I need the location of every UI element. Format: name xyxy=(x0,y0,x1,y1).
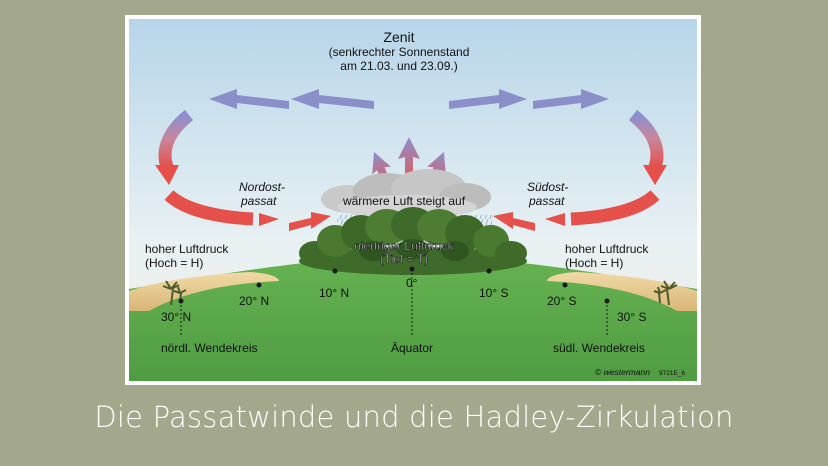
ne-trade-label-line1: Nordost- xyxy=(239,180,285,194)
upper-air-arrow-right-outer xyxy=(533,89,609,109)
latitude-10n: 10° N xyxy=(319,286,349,300)
upper-air-arrow-right-inner xyxy=(449,89,527,109)
high-pressure-right-line2: (Hoch = H) xyxy=(565,256,623,270)
equator-label: Äquator xyxy=(391,341,433,355)
latitude-markers xyxy=(178,266,610,304)
zenith-title: Zenit xyxy=(383,29,414,45)
low-pressure-label-line1: niedriger Luftdruck xyxy=(354,239,454,253)
tropic-south-label: südl. Wendekreis xyxy=(553,341,645,355)
rainforest xyxy=(299,207,527,275)
low-pressure-label-line2: (Tief = T) xyxy=(380,252,428,266)
descending-arrowhead-left xyxy=(155,165,179,185)
latitude-10s: 10° S xyxy=(479,286,508,300)
warm-air-label: wärmere Luft steigt auf xyxy=(342,194,466,208)
slide-caption: Die Passatwinde und die Hadley-Zirkulati… xyxy=(94,400,734,434)
upper-air-arrow-left-outer xyxy=(209,89,289,109)
se-trade-arrow-right xyxy=(545,213,565,226)
descending-arrowhead-right xyxy=(643,165,667,185)
latitude-20n: 20° N xyxy=(239,294,269,308)
latitude-30s: 30° S xyxy=(617,310,646,324)
ne-trade-arrow-left xyxy=(259,213,279,226)
palm-tree-left xyxy=(162,280,187,306)
se-trade-arrow-left xyxy=(493,212,535,231)
figure-code: 9721E_6 xyxy=(659,370,685,377)
ne-trade-arrow-right xyxy=(289,212,331,231)
se-trade-label-line2: passat xyxy=(528,194,565,208)
diagram-frame: Zenit (senkrechter Sonnenstand am 21.03.… xyxy=(125,15,701,385)
ne-trade-label-line2: passat xyxy=(240,194,277,208)
copyright-label: © westermann xyxy=(595,367,650,377)
upper-air-arrow-left-inner xyxy=(291,89,374,109)
zenith-desc-line2: am 21.03. und 23.09.) xyxy=(340,59,457,73)
tropic-north-label: nördl. Wendekreis xyxy=(161,341,258,355)
latitude-30n: 30° N xyxy=(161,310,191,324)
palm-tree-right xyxy=(653,280,678,306)
se-trade-arc-right xyxy=(570,189,660,226)
earth-surface xyxy=(129,255,697,381)
latitude-20s: 20° S xyxy=(547,294,576,308)
latitude-0: 0° xyxy=(406,276,418,290)
se-trade-label-line1: Südost- xyxy=(527,180,568,194)
ne-trade-arc-left xyxy=(164,189,254,226)
hadley-circulation-diagram: Zenit (senkrechter Sonnenstand am 21.03.… xyxy=(129,19,697,381)
zenith-desc-line1: (senkrechter Sonnenstand xyxy=(329,45,470,59)
descending-air-arrow-right xyxy=(628,109,664,170)
high-pressure-left-line2: (Hoch = H) xyxy=(145,256,203,270)
high-pressure-right-line1: hoher Luftdruck xyxy=(565,242,649,256)
high-pressure-left-line1: hoher Luftdruck xyxy=(145,242,229,256)
descending-air-arrow-left xyxy=(158,109,194,170)
